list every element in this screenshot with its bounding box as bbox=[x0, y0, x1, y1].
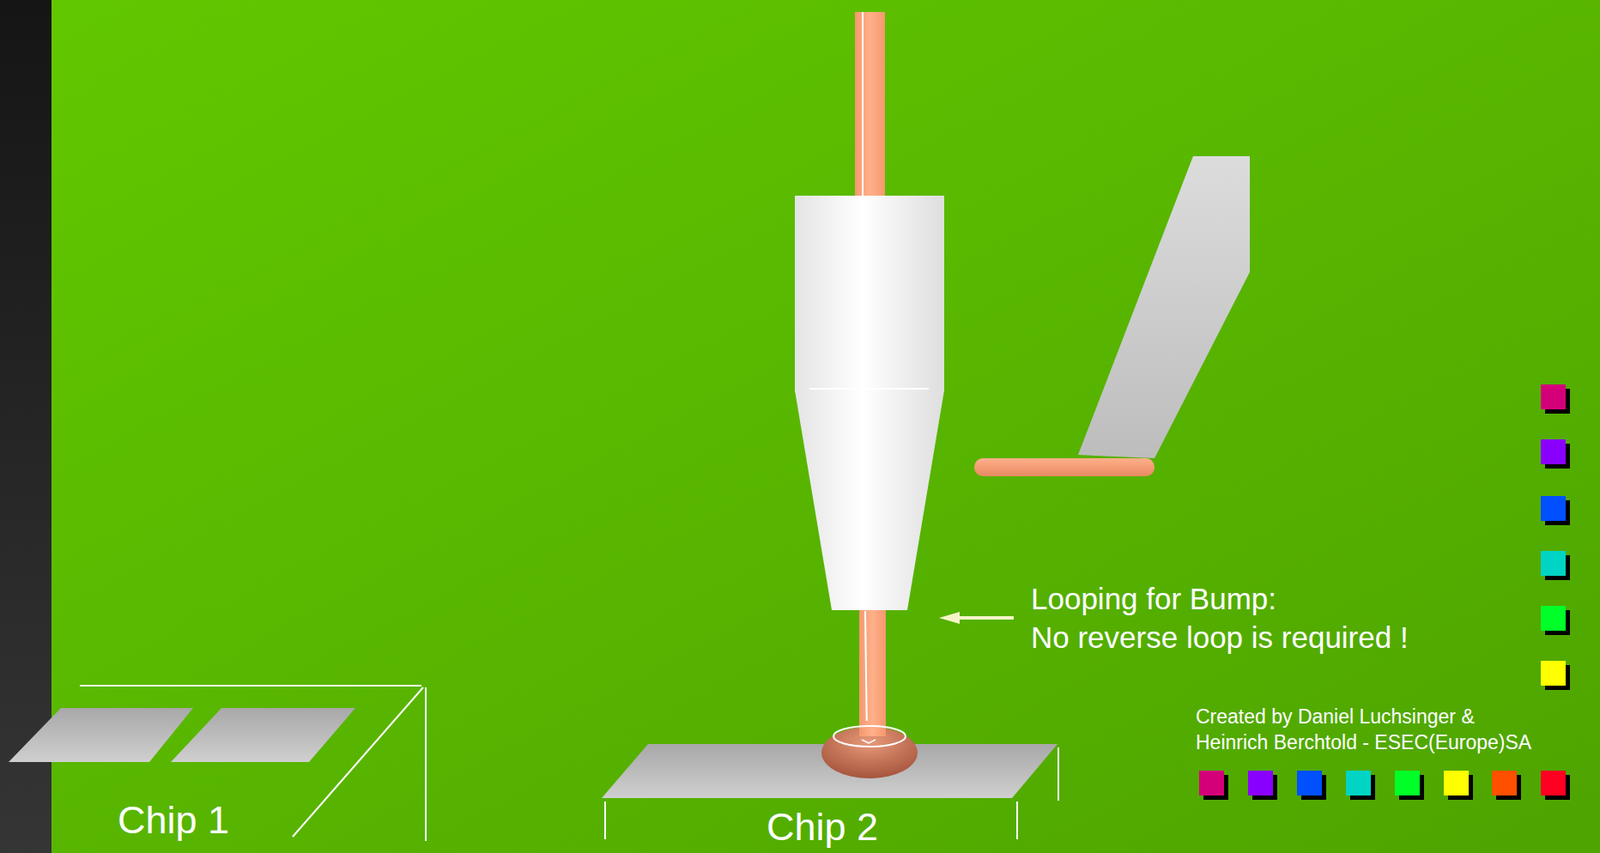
color-square bbox=[1540, 606, 1570, 636]
color-square bbox=[1491, 770, 1522, 800]
color-square bbox=[1345, 770, 1376, 800]
gold-wire bbox=[854, 12, 885, 198]
chip-label: Chip 1 bbox=[117, 798, 230, 843]
gold-wire bbox=[859, 608, 886, 734]
color-square bbox=[1540, 439, 1570, 469]
callout-text: Looping for Bump: bbox=[1030, 581, 1277, 617]
color-square bbox=[1443, 770, 1473, 800]
color-square bbox=[1394, 770, 1425, 800]
color-square bbox=[1199, 770, 1229, 800]
color-square bbox=[1540, 660, 1570, 691]
capillary bbox=[794, 195, 945, 611]
wire-tail bbox=[974, 458, 1155, 477]
chip-label: Chip 2 bbox=[766, 805, 879, 850]
color-square bbox=[1540, 770, 1570, 800]
color-square bbox=[1540, 496, 1570, 526]
credit-text: Heinrich Berchtold - ESEC(Europe)SA bbox=[1195, 731, 1532, 754]
bump-ball bbox=[821, 721, 918, 779]
side-bar bbox=[0, 0, 52, 853]
color-square bbox=[1296, 770, 1327, 800]
callout-text: No reverse loop is required ! bbox=[1030, 620, 1409, 655]
color-square bbox=[1540, 551, 1570, 581]
wire-clamp bbox=[1078, 156, 1250, 459]
color-square bbox=[1540, 384, 1570, 414]
credit-text: Created by Daniel Luchsinger & bbox=[1195, 705, 1475, 728]
callout-arrow bbox=[939, 612, 1014, 625]
color-square bbox=[1248, 770, 1278, 800]
